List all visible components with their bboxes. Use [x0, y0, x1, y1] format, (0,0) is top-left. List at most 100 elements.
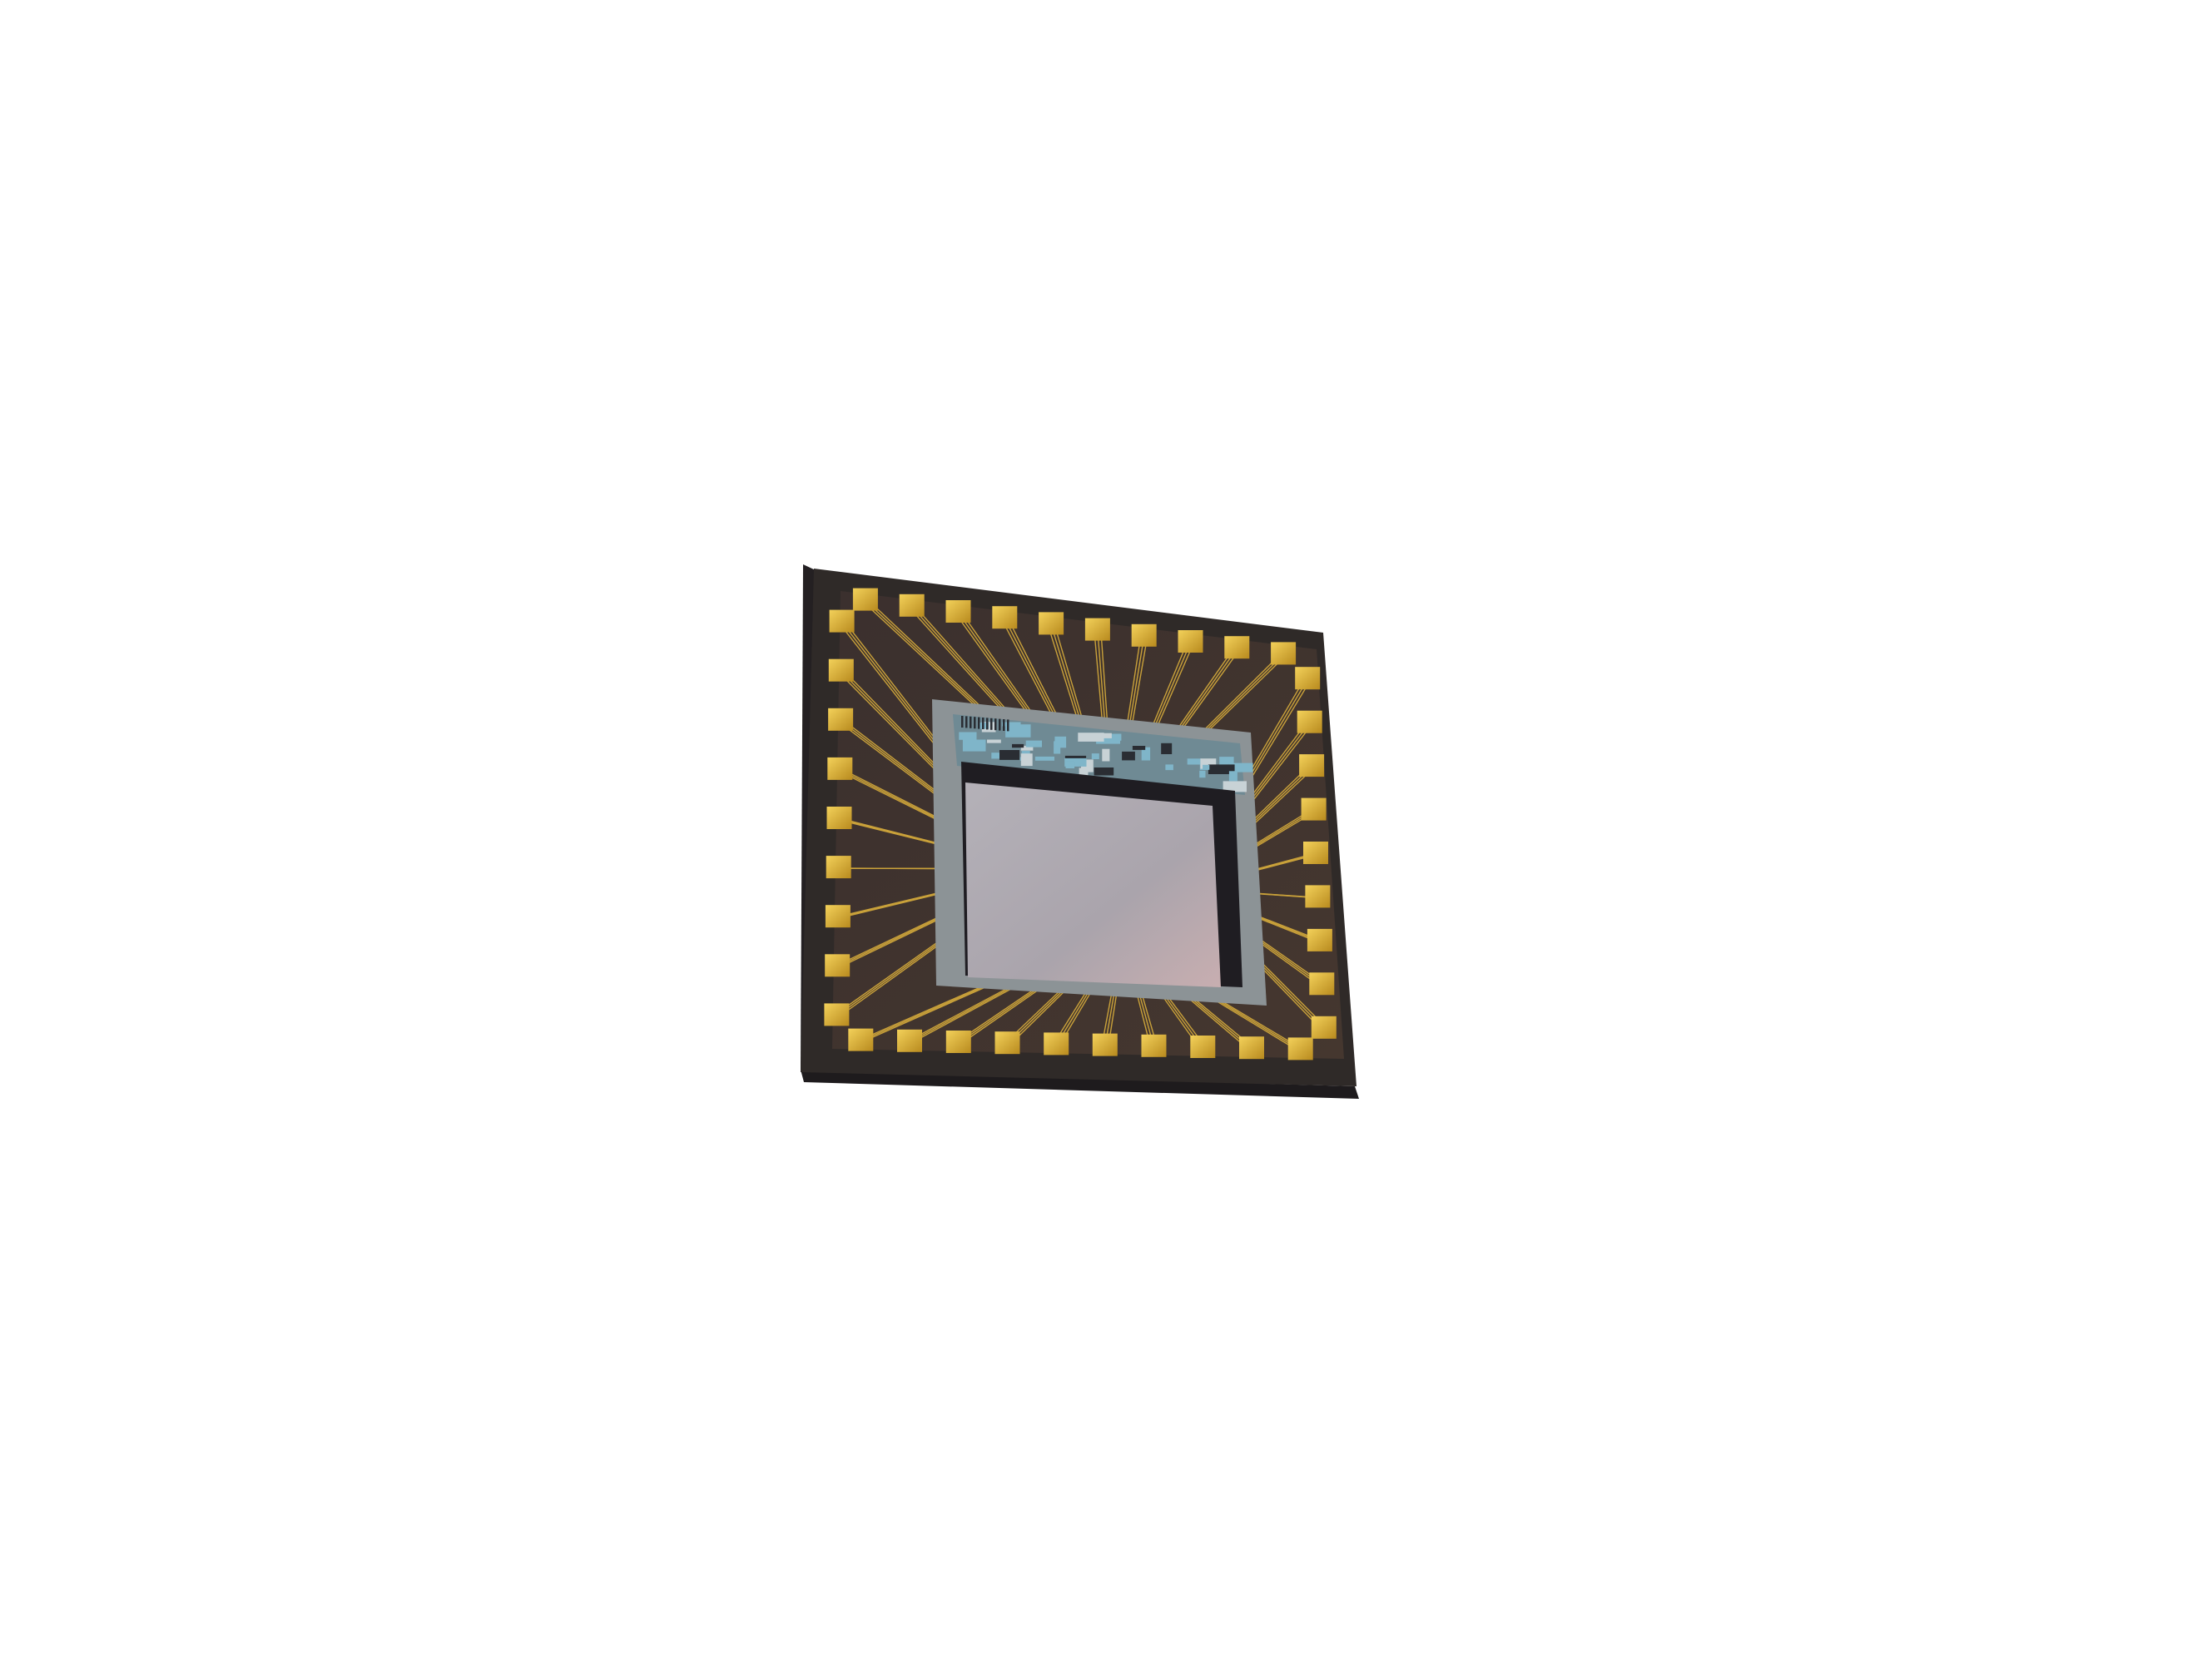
- bond-wire: [958, 989, 1037, 1044]
- bond-pad-left: [828, 708, 854, 731]
- circuit-comb: [961, 716, 964, 728]
- bond-wire: [1215, 1000, 1298, 1051]
- bond-wire: [1131, 636, 1148, 724]
- bond-pad-top: [852, 588, 878, 611]
- bond-wire: [1204, 653, 1284, 733]
- bond-pad-right: [1305, 885, 1331, 908]
- bond-pad-bottom: [1141, 1034, 1167, 1057]
- circuit-comb: [1003, 719, 1005, 731]
- bond-wire: [1252, 809, 1311, 847]
- bond-wire: [960, 612, 1034, 714]
- bond-wire: [838, 622, 935, 745]
- bond-wire: [1248, 723, 1307, 800]
- bond-wire: [961, 989, 1039, 1044]
- bond-wire: [839, 818, 938, 845]
- bond-wire: [1047, 624, 1079, 719]
- bond-pad-top: [1039, 612, 1064, 635]
- bond-wire: [905, 987, 1009, 1043]
- chip-edge-bottom: [801, 1070, 1359, 1099]
- bond-pad-top: [1178, 630, 1203, 653]
- bond-wire: [857, 986, 982, 1042]
- bond-wire: [1252, 853, 1313, 871]
- bond-wire: [833, 917, 936, 967]
- bond-wire: [1176, 648, 1234, 730]
- circuit-comb: [974, 717, 976, 729]
- bond-wire: [842, 818, 940, 845]
- bond-wire: [1100, 630, 1108, 722]
- bond-wire: [915, 606, 1009, 712]
- circuit-comb: [970, 716, 972, 728]
- circuit-block: [1096, 734, 1120, 744]
- bond-pad-bottom: [1092, 1033, 1118, 1056]
- bond-wire: [957, 612, 1031, 714]
- bond-pad-left: [826, 807, 852, 829]
- bond-pad-right: [1311, 1016, 1337, 1039]
- bond-wire: [836, 917, 939, 967]
- bond-wire: [861, 600, 978, 709]
- circuit-block: [1141, 747, 1151, 761]
- bond-wire: [1250, 766, 1309, 823]
- bond-wire: [841, 622, 937, 745]
- bond-pad-left: [825, 905, 851, 928]
- circuit-block: [1223, 781, 1247, 792]
- circuit-block: [1199, 770, 1206, 778]
- bond-wire: [1188, 998, 1249, 1050]
- bond-wire: [1202, 653, 1281, 733]
- bond-wire: [1097, 630, 1106, 722]
- circuit-block: [1165, 764, 1173, 771]
- bond-wire: [836, 769, 935, 820]
- bond-pad-bottom: [1287, 1037, 1313, 1061]
- circuit-comb: [999, 718, 1001, 731]
- bond-pad-bottom: [897, 1029, 922, 1052]
- circuit-block: [1109, 733, 1122, 741]
- circuit-block: [1091, 753, 1099, 759]
- bond-wire: [1156, 642, 1195, 728]
- bond-wire: [834, 892, 936, 918]
- circuit-block: [1012, 743, 1024, 748]
- bond-pad-right: [1307, 928, 1332, 951]
- bond-wire: [1004, 618, 1056, 717]
- circuit-block: [1208, 764, 1235, 774]
- circuit-comb: [965, 716, 968, 728]
- bond-pad-top: [1084, 618, 1110, 641]
- bond-pad-top: [1131, 623, 1157, 647]
- circuit-block: [1064, 758, 1087, 767]
- circuit-block: [1005, 724, 1031, 738]
- bond-wire: [836, 942, 939, 1017]
- bond-wire: [1000, 618, 1054, 717]
- circuit-block: [1228, 763, 1253, 772]
- bond-pad-left: [828, 658, 854, 682]
- bond-pad-bottom: [1044, 1032, 1069, 1056]
- bond-pad-bottom: [1190, 1036, 1216, 1058]
- circuit-comb: [986, 718, 989, 730]
- bond-wire: [832, 942, 936, 1017]
- bond-pad-left: [826, 856, 851, 879]
- bond-wire: [841, 892, 941, 918]
- bond-wire: [840, 720, 938, 795]
- circuit-block: [1102, 748, 1110, 762]
- circuit-block: [1034, 756, 1054, 761]
- bond-pad-top: [1271, 642, 1297, 665]
- bond-wire: [845, 622, 940, 745]
- circuit-comb: [1007, 719, 1009, 732]
- bond-pad-top: [1224, 636, 1250, 659]
- bond-pad-right: [1295, 667, 1321, 690]
- bond-wire: [909, 987, 1011, 1043]
- bond-wire: [1151, 642, 1188, 728]
- bond-wire: [1094, 630, 1104, 722]
- bond-pad-left: [825, 954, 851, 977]
- bond-wire: [839, 942, 941, 1017]
- bond-wire: [1218, 1000, 1302, 1051]
- circuit-block: [999, 750, 1020, 760]
- circuit-block: [1122, 751, 1135, 761]
- bond-wire: [1007, 618, 1059, 717]
- circuit-block: [1054, 736, 1067, 748]
- circuit-block: [1219, 757, 1234, 765]
- circuit-block: [1098, 733, 1112, 738]
- bond-wire: [1251, 723, 1311, 800]
- bond-wire: [1207, 653, 1287, 733]
- bond-pad-bottom: [945, 1031, 971, 1053]
- bond-wire: [1252, 678, 1312, 776]
- bond-wire: [1050, 624, 1081, 719]
- bond-pad-bottom: [1239, 1036, 1264, 1060]
